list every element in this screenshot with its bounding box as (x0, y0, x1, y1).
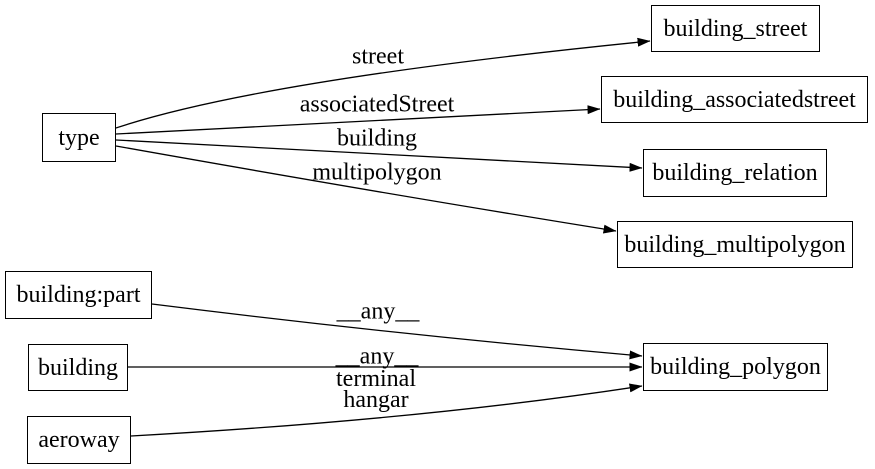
edge-label-associatedstreet: associatedStreet (299, 91, 455, 118)
node-aeroway-label: aeroway (38, 427, 120, 453)
node-building-part-label: building:part (16, 282, 141, 308)
node-type-label: type (58, 124, 100, 151)
node-building-polygon: building_polygon (643, 343, 828, 391)
node-building-multipolygon-label: building_multipolygon (624, 231, 846, 258)
node-type: type (42, 113, 116, 162)
edge-label-any-building-part: __any__ (336, 298, 420, 325)
node-building-street-label: building_street (663, 15, 808, 42)
edge-type-building_street (115, 37, 651, 129)
node-building-associatedstreet: building_associatedstreet (601, 76, 868, 123)
edge-aeroway-building_polygon (130, 383, 643, 437)
node-building-label: building (37, 354, 118, 381)
edge-type-building_relation (115, 139, 643, 172)
node-building-relation: building_relation (643, 149, 827, 197)
node-building-polygon-label: building_polygon (650, 354, 821, 380)
edge-label-any-building: __any__ (335, 343, 419, 370)
node-building-street: building_street (651, 5, 820, 52)
node-building-relation-label: building_relation (652, 160, 818, 186)
edge-type-building_multipolygon (115, 145, 617, 234)
node-aeroway: aeroway (27, 416, 131, 464)
node-building-multipolygon: building_multipolygon (617, 221, 853, 268)
node-building-associatedstreet-label: building_associatedstreet (613, 86, 856, 113)
edge-label-building: building (336, 125, 418, 152)
edge-type-building_associatedstreet (115, 105, 601, 135)
edge-building_part-building_polygon (151, 303, 643, 360)
edge-label-terminal-hangar: terminal hangar (336, 366, 416, 413)
edge-label-street: street (352, 43, 404, 70)
node-building-part: building:part (5, 271, 152, 319)
edge-label-multipolygon: multipolygon (312, 159, 442, 186)
node-building: building (28, 344, 128, 391)
